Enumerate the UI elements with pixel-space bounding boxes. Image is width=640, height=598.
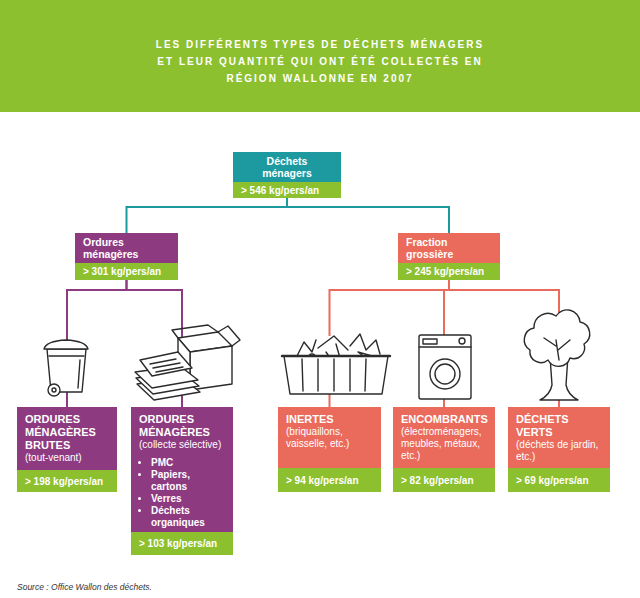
- washing-machine-icon-part: [435, 364, 455, 384]
- box-subtitle: (collecte sélective): [139, 439, 225, 451]
- box-subtitle: (déchets de jardin, etc.): [516, 439, 602, 463]
- box-header: ORDURES MÉNAGÈRES(collecte sélective) PMC…: [131, 407, 233, 532]
- box-heading: Déchets ménagers: [241, 155, 333, 179]
- skip-container-icon-part: [284, 356, 388, 394]
- source-caption: Source : Office Wallon des déchets.: [17, 582, 152, 592]
- paper-cardboard-icon-part: [150, 359, 183, 372]
- tree-icon: [524, 310, 589, 400]
- quantity-text: > 69 kg/pers/an: [516, 475, 589, 486]
- value-band: > 103 kg/pers/an: [131, 532, 233, 555]
- washing-machine-icon-part: [430, 359, 460, 389]
- value-band: > 69 kg/pers/an: [508, 468, 610, 492]
- box-heading: Fraction grossière: [406, 236, 492, 260]
- waste-type-box: ORDURES MÉNAGÈRES(collecte sélective) PMC…: [131, 407, 233, 555]
- list-item: PMC: [151, 457, 225, 469]
- skip-container-icon: [282, 334, 390, 394]
- washing-machine-icon-part: [459, 338, 465, 344]
- list-item: Verres: [151, 493, 225, 505]
- quantity-text: > 94 kg/pers/an: [286, 475, 359, 486]
- value-band: > 82 kg/pers/an: [393, 468, 495, 492]
- list-item: Déchets organiques: [151, 505, 225, 529]
- quantity-text: > 82 kg/pers/an: [401, 475, 474, 486]
- paper-cardboard-icon-part: [218, 326, 240, 346]
- quantity-text: > 103 kg/pers/an: [139, 538, 217, 549]
- quantity-text: > 245 kg/pers/an: [406, 266, 484, 277]
- box-header: DÉCHETS VERTS(déchets de jardin, etc.): [508, 407, 610, 468]
- quantity-text: > 546 kg/pers/an: [241, 185, 319, 196]
- title-block: LES DIFFÉRENTS TYPES DE DÉCHETS MÉNAGERS…: [0, 36, 640, 87]
- paper-cardboard-icon-part: [140, 352, 192, 376]
- box-subtitle: (briquaillons, vaisselle, etc.): [286, 426, 373, 450]
- skip-container-icon-part: [302, 359, 366, 391]
- washing-machine-icon: [419, 335, 471, 399]
- box-heading: DÉCHETS VERTS: [516, 410, 602, 439]
- skip-container-icon-part: [282, 355, 390, 357]
- bin-icon-part: [44, 340, 88, 349]
- tree-icon-part: [544, 338, 570, 360]
- waste-type-box: ENCOMBRANTS(électroménagers, meubles, mé…: [393, 407, 495, 492]
- washing-machine-icon-part: [419, 335, 471, 399]
- value-band: > 245 kg/pers/an: [398, 263, 500, 280]
- bin-icon-part: [49, 355, 84, 356]
- box-header: INERTES(briquaillons, vaisselle, etc.): [278, 407, 381, 468]
- bin-icon-part: [48, 384, 60, 396]
- box-heading: ORDURES MÉNAGÈRES BRUTES: [25, 410, 109, 452]
- bin-icon-part: [52, 388, 56, 392]
- washing-machine-icon-part: [423, 339, 437, 344]
- paper-cardboard-icon-part: [172, 325, 218, 338]
- value-band: > 301 kg/pers/an: [75, 263, 178, 280]
- waste-type-box: DÉCHETS VERTS(déchets de jardin, etc.) > …: [508, 407, 610, 492]
- waste-type-box: INERTES(briquaillons, vaisselle, etc.) > …: [278, 407, 381, 492]
- paper-cardboard-icon: [135, 325, 240, 400]
- bin-icon-part: [78, 360, 80, 388]
- diagram-title: LES DIFFÉRENTS TYPES DE DÉCHETS MÉNAGERS…: [148, 36, 493, 87]
- bullet-list: PMCPapiers, cartonsVerresDéchets organiq…: [139, 457, 225, 529]
- tree-connector: [287, 198, 449, 233]
- skip-container-icon-part: [350, 334, 380, 354]
- list-item: Papiers, cartons: [151, 469, 225, 493]
- washing-machine-icon-part: [419, 346, 471, 347]
- value-band: > 546 kg/pers/an: [233, 182, 341, 198]
- box-header: Ordures ménagères: [75, 233, 178, 263]
- box-heading: ENCOMBRANTS: [401, 410, 487, 426]
- box-heading: ORDURES MÉNAGÈRES: [139, 410, 225, 439]
- box-header: Fraction grossière: [398, 233, 500, 263]
- box-subtitle: (électroménagers, meubles, métaux, etc.): [401, 426, 487, 462]
- root-box: Déchets ménagers > 546 kg/pers/an: [233, 152, 341, 198]
- quantity-text: > 301 kg/pers/an: [83, 266, 161, 277]
- box-header: ENCOMBRANTS(électroménagers, meubles, mé…: [393, 407, 495, 468]
- tree-icon-part: [524, 310, 589, 366]
- box-heading: INERTES: [286, 410, 373, 426]
- waste-type-box: ORDURES MÉNAGÈRES BRUTES(tout-venant) > 1…: [17, 407, 117, 492]
- skip-container-icon-part: [318, 336, 348, 350]
- tree-connector: [127, 198, 288, 233]
- box-subtitle: (tout-venant): [25, 452, 109, 464]
- box-header: ORDURES MÉNAGÈRES BRUTES(tout-venant): [17, 407, 117, 470]
- category-box: Fraction grossière > 245 kg/pers/an: [398, 233, 500, 280]
- value-band: > 198 kg/pers/an: [17, 470, 117, 492]
- value-band: > 94 kg/pers/an: [278, 468, 381, 492]
- quantity-text: > 198 kg/pers/an: [25, 476, 103, 487]
- category-box: Ordures ménagères > 301 kg/pers/an: [75, 233, 178, 280]
- box-heading: Ordures ménagères: [83, 236, 170, 260]
- bin-icon: [44, 340, 88, 396]
- box-header: Déchets ménagers: [233, 152, 341, 182]
